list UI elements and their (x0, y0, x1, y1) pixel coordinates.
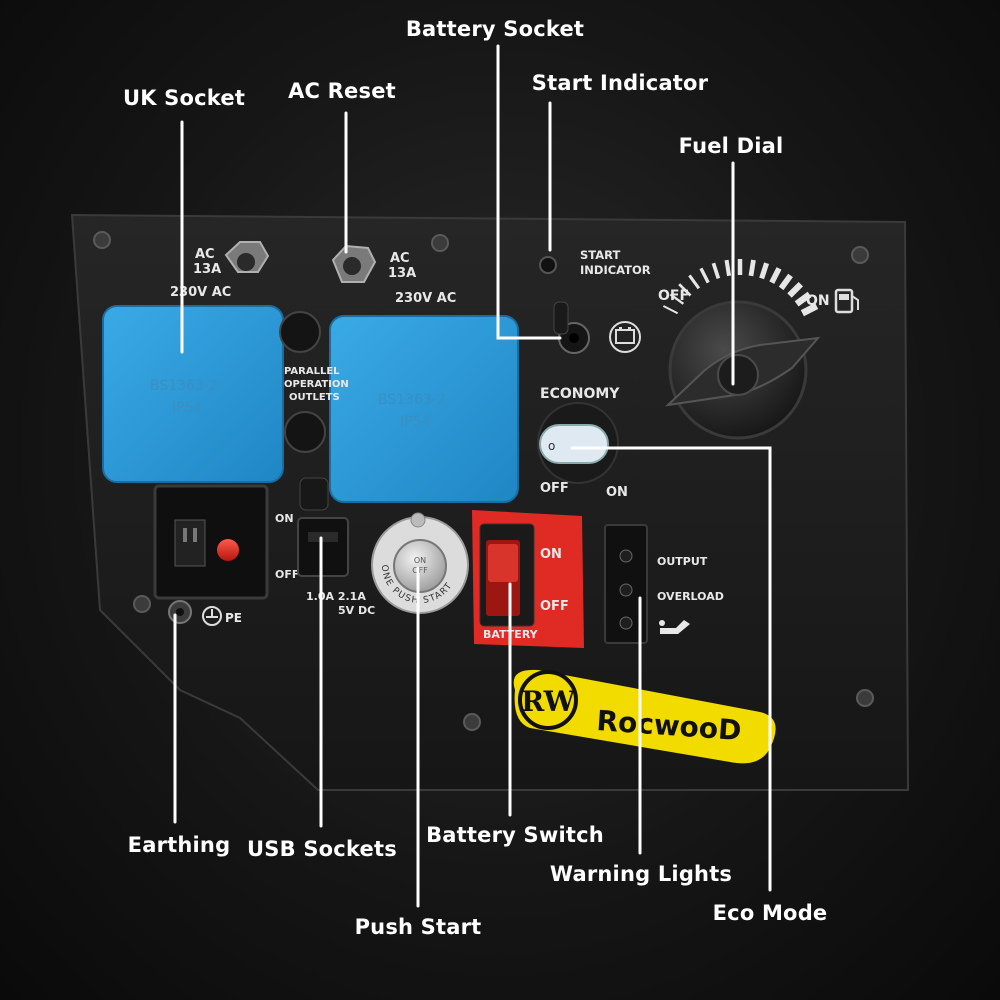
usb-ratings-label: 1.0A 2.1A (306, 590, 366, 603)
callout-uk-socket: UK Socket (122, 86, 246, 110)
socket-cover-left-text-2: IP54 (172, 400, 202, 416)
callout-push-start: Push Start (354, 915, 482, 939)
callout-usb-sockets: USB Sockets (247, 837, 397, 861)
economy-label: ECONOMY (540, 386, 620, 402)
start-indicator-label-1: START (580, 248, 620, 262)
oil-can-icon (659, 620, 690, 634)
pe-label: PE (225, 611, 242, 625)
breaker-off-label: OFF (275, 568, 299, 581)
economy-switch[interactable]: o (537, 402, 619, 484)
ac-left-label-1: AC (195, 247, 215, 262)
parallel-label-3: OUTLETS (289, 392, 340, 403)
fuel-pump-icon (834, 288, 859, 314)
start-indicator-light (539, 256, 557, 274)
panel-screws (93, 231, 874, 731)
battery-on-label: ON (540, 547, 562, 562)
brand-logo-plate: RW RocwooD (513, 669, 776, 764)
socket-cover-left-text-1: BS1363-2 (150, 378, 218, 394)
push-start-button[interactable]: ONE PUSH START ON OFF (371, 512, 469, 614)
warning-lights-panel (604, 524, 648, 644)
usb-voltage-label: 5V DC (338, 604, 375, 617)
callout-fuel-dial: Fuel Dial (678, 134, 784, 158)
fuel-dial-knob[interactable] (665, 300, 821, 440)
fuel-scale-tick (759, 262, 770, 280)
callout-start-indicator: Start Indicator (531, 71, 709, 95)
battery-switch[interactable] (479, 523, 535, 627)
fuel-scale-tick (794, 291, 812, 307)
usb-sockets[interactable] (297, 477, 349, 577)
fuel-scale-tick (724, 259, 732, 277)
battery-off-label: OFF (540, 599, 569, 614)
brand-logo-letters: RW (521, 685, 576, 718)
economy-off-label: OFF (540, 481, 569, 496)
fuel-scale-tick (699, 267, 710, 284)
economy-on-label: ON (606, 485, 628, 500)
fuel-scale-tick (787, 281, 804, 298)
callout-leader-lines (173, 44, 772, 908)
ac-left-voltage: 230V AC (170, 285, 231, 300)
uk-socket-left[interactable]: BS1363-2 IP54 (102, 305, 284, 483)
ac-right-voltage: 230V AC (395, 291, 456, 306)
fuel-scale-tick (662, 305, 679, 315)
ac-reset-button-left[interactable] (224, 241, 270, 273)
ac-left-label-2: 13A (193, 262, 221, 277)
fuel-scale-tick (778, 273, 793, 291)
fuel-scale-tick (669, 293, 685, 305)
fuel-scale-tick (748, 259, 756, 277)
ac-right-label-1: AC (390, 251, 410, 266)
warning-overload-label: OVERLOAD (657, 590, 724, 603)
breaker-on-label: ON (275, 512, 294, 525)
callout-ac-reset: AC Reset (288, 79, 396, 103)
warning-output-label: OUTPUT (657, 555, 708, 568)
fuel-scale-tick (678, 283, 692, 297)
socket-cover-right-text-1: BS1363-2 (378, 392, 446, 408)
push-button-label-1: ON (414, 556, 426, 565)
svg-text:o: o (548, 439, 555, 453)
fuel-scale-tick (688, 274, 701, 290)
leader-battery-socket (496, 44, 562, 340)
fuel-off-label: OFF (658, 288, 689, 304)
earthing-terminal[interactable] (168, 600, 192, 624)
leader-eco-mode (570, 446, 772, 892)
callout-eco-mode: Eco Mode (712, 901, 828, 925)
fuel-scale-tick (769, 267, 782, 284)
parallel-label-1: PARALLEL (284, 366, 340, 377)
dc-breaker-socket[interactable] (153, 484, 269, 600)
fuel-scale-tick (800, 302, 819, 317)
ac-right-label-2: 13A (388, 266, 416, 281)
callout-battery-socket: Battery Socket (405, 17, 585, 41)
parallel-outlet-bottom[interactable] (284, 411, 326, 453)
callout-battery-switch: Battery Switch (426, 823, 604, 847)
fuel-dial-scale (662, 259, 819, 317)
parallel-outlet-top[interactable] (279, 311, 321, 353)
socket-cover-right-text-2: IP54 (400, 414, 430, 430)
start-indicator-label-2: INDICATOR (580, 263, 651, 277)
earth-icon (202, 606, 222, 626)
fuel-scale-tick (711, 262, 721, 280)
parallel-label-2: OPERATION (284, 379, 349, 390)
fuel-on-label: ON (806, 293, 830, 309)
uk-socket-right[interactable]: BS1363-2 IP54 (329, 315, 519, 503)
battery-icon (609, 321, 641, 353)
callout-warning-lights: Warning Lights (549, 862, 733, 886)
push-button-label-2: OFF (412, 566, 428, 575)
callout-earthing: Earthing (127, 833, 231, 857)
